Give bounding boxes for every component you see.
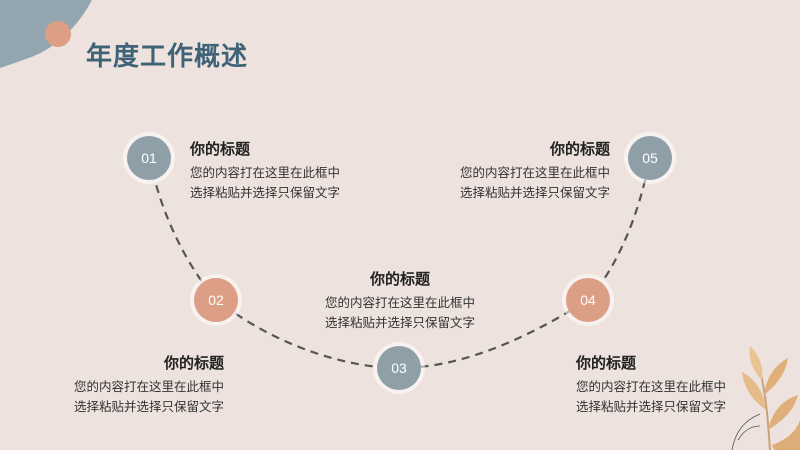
step-node-03: 03 [377, 346, 421, 390]
text-block-01: 你的标题 您的内容打在这里在此框中 选择粘贴并选择只保留文字 [190, 138, 380, 203]
block-line-1: 您的内容打在这里在此框中 [459, 165, 610, 180]
block-heading: 你的标题 [369, 270, 430, 288]
block-line-2: 选择粘贴并选择只保留文字 [73, 399, 224, 414]
block-line-1: 您的内容打在这里在此框中 [576, 379, 727, 394]
block-line-2: 选择粘贴并选择只保留文字 [324, 315, 475, 330]
step-number: 03 [391, 360, 407, 376]
block-heading: 你的标题 [549, 140, 610, 158]
text-block-04: 你的标题 您的内容打在这里在此框中 选择粘贴并选择只保留文字 [576, 352, 766, 417]
step-number: 02 [208, 292, 224, 308]
block-heading: 你的标题 [163, 354, 224, 372]
leaf-branch-icon [731, 346, 800, 450]
block-line-2: 选择粘贴并选择只保留文字 [576, 399, 727, 414]
text-block-05: 你的标题 您的内容打在这里在此框中 选择粘贴并选择只保留文字 [420, 138, 610, 203]
step-node-05: 05 [628, 136, 672, 180]
block-heading: 你的标题 [576, 354, 637, 372]
block-line-1: 您的内容打在这里在此框中 [324, 295, 475, 310]
step-node-01: 01 [127, 136, 171, 180]
step-number: 04 [580, 292, 596, 308]
text-block-03: 你的标题 您的内容打在这里在此框中 选择粘贴并选择只保留文字 [305, 268, 495, 333]
block-heading: 你的标题 [190, 140, 251, 158]
block-line-2: 选择粘贴并选择只保留文字 [190, 185, 341, 200]
page-title: 年度工作概述 [86, 42, 249, 72]
step-number: 05 [642, 150, 658, 166]
step-number: 01 [141, 150, 157, 166]
text-block-02: 你的标题 您的内容打在这里在此框中 选择粘贴并选择只保留文字 [34, 352, 224, 417]
block-line-1: 您的内容打在这里在此框中 [190, 165, 341, 180]
step-node-02: 02 [194, 278, 238, 322]
block-line-2: 选择粘贴并选择只保留文字 [459, 185, 610, 200]
block-line-1: 您的内容打在这里在此框中 [73, 379, 224, 394]
step-node-04: 04 [566, 278, 610, 322]
corner-dot-shape [45, 21, 71, 47]
